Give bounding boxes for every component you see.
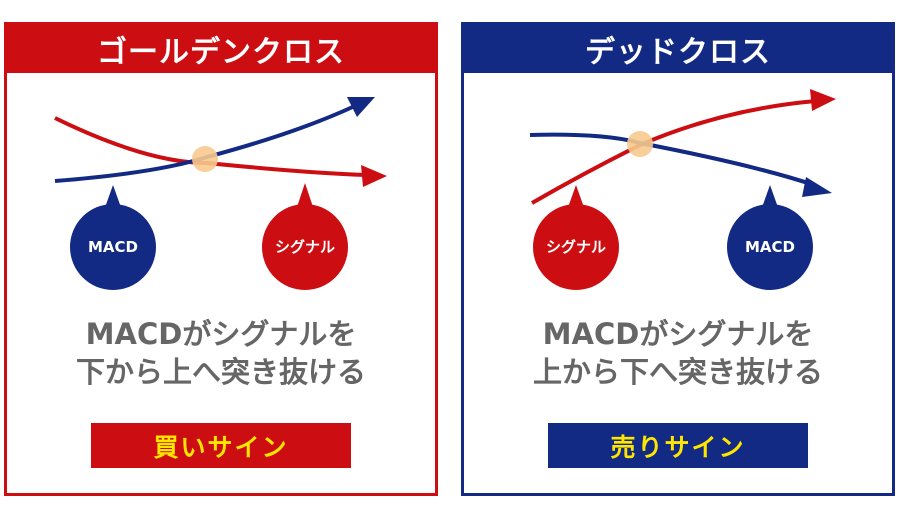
- golden-signal-label: シグナル: [275, 238, 335, 256]
- golden-signal-arrowhead: [361, 165, 387, 187]
- dead-signal-bubble: シグナル: [533, 185, 619, 290]
- dead-signal-label: シグナル: [546, 238, 606, 256]
- golden-cross-diagram: MACD シグナル: [54, 97, 387, 290]
- golden-macd-bubble: MACD: [70, 185, 156, 290]
- golden-signal-bubble: シグナル: [262, 183, 348, 290]
- dead-cross-title: デッドクロス: [464, 25, 892, 73]
- dead-cross-description: MACDがシグナルを 上から下へ突き抜ける: [464, 315, 892, 391]
- dead-description-line2: 上から下へ突き抜ける: [532, 355, 823, 389]
- dead-signal-arrowhead: [810, 89, 836, 111]
- golden-cross-title: ゴールデンクロス: [7, 25, 435, 73]
- sell-sign-badge: 売りサイン: [548, 423, 808, 468]
- golden-description-line1: MACDがシグナルを: [85, 317, 357, 351]
- dead-description-line1: MACDがシグナルを: [542, 317, 814, 351]
- golden-cross-description: MACDがシグナルを 下から上へ突き抜ける: [7, 315, 435, 391]
- dead-macd-bubble: MACD: [727, 185, 813, 290]
- golden-macd-arrowhead: [347, 97, 375, 117]
- dead-macd-line: [529, 132, 815, 187]
- golden-cross-panel: ゴールデンクロス MACD シグナル MACDがシグナルを 下から上へ突き抜ける…: [4, 22, 438, 496]
- dead-cross-diagram: シグナル MACD: [529, 89, 836, 290]
- dead-macd-label: MACD: [745, 238, 795, 256]
- buy-sign-badge: 買いサイン: [91, 423, 351, 468]
- golden-cross-point: [192, 146, 218, 172]
- golden-description-line2: 下から上へ突き抜ける: [75, 355, 366, 389]
- dead-cross-panel: デッドクロス シグナル MACD MACDがシグナルを 上から下へ突き抜ける 売…: [461, 22, 895, 496]
- dead-macd-arrowhead: [802, 177, 832, 197]
- golden-macd-label: MACD: [88, 238, 138, 256]
- dead-signal-line: [531, 99, 817, 205]
- dead-cross-point: [627, 131, 653, 157]
